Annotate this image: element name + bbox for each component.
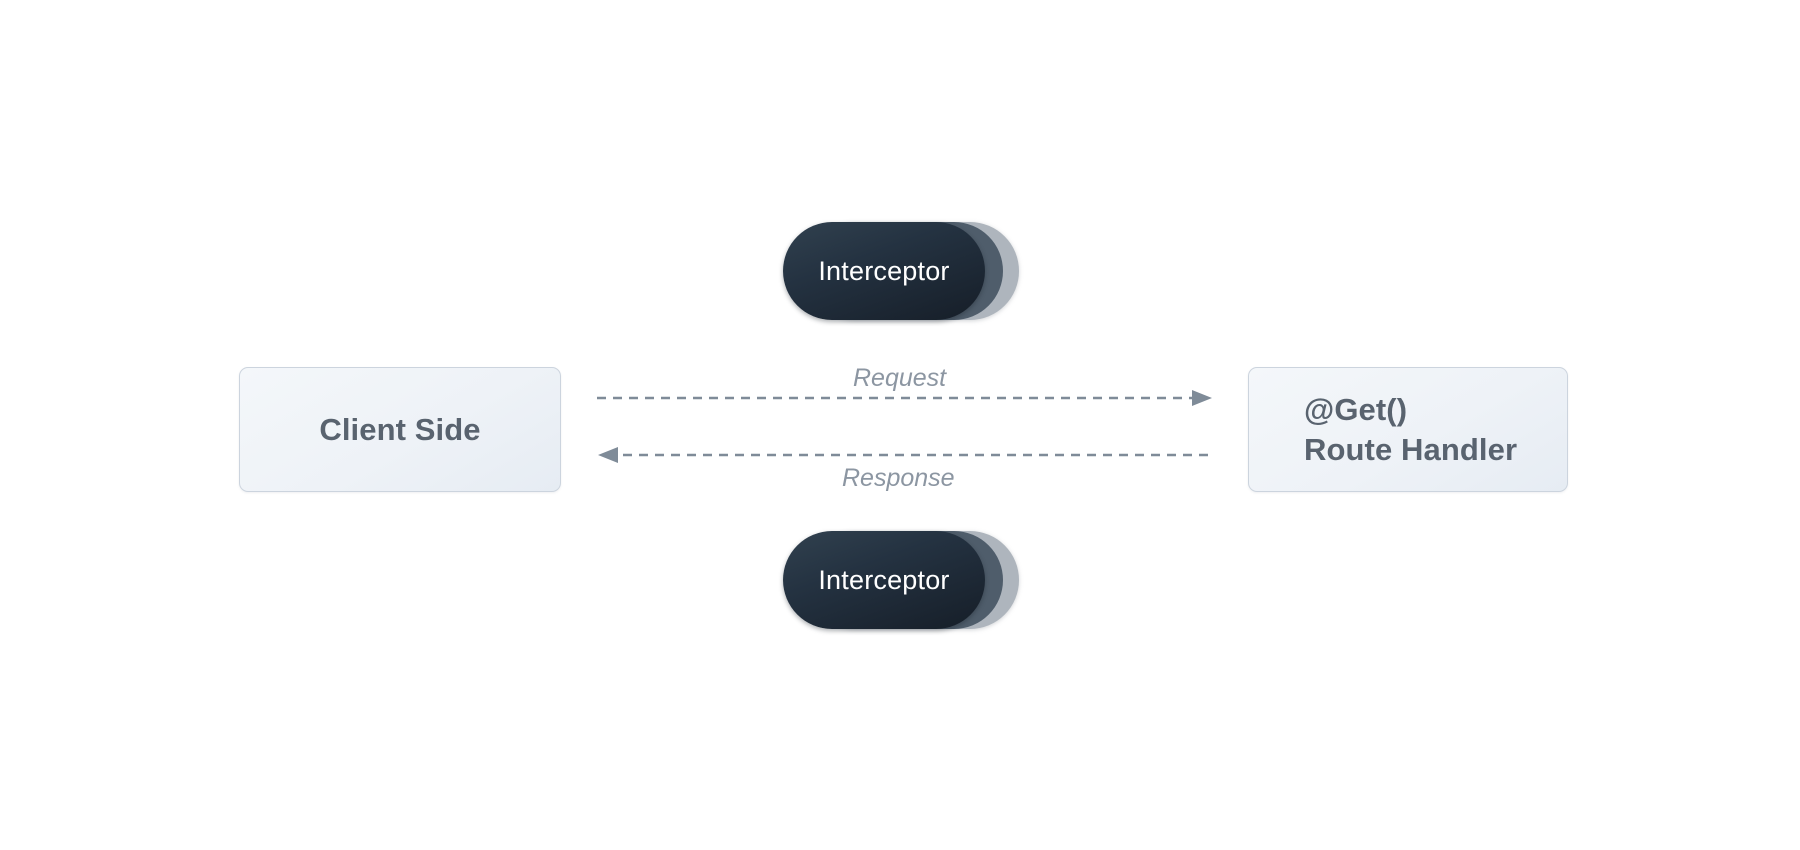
request-arrow-head — [1192, 390, 1212, 406]
response-arrow-head — [598, 447, 618, 463]
interceptor-stack-layer-front: Interceptor — [783, 531, 985, 629]
route-handler-node[interactable]: @Get() Route Handler — [1248, 367, 1568, 492]
client-side-label: Client Side — [319, 411, 481, 447]
client-side-node[interactable]: Client Side — [239, 367, 561, 492]
interceptor-top-label: Interceptor — [818, 255, 950, 286]
response-edge-label: Response — [842, 464, 955, 492]
interceptor-node-top[interactable]: Interceptor — [783, 222, 1019, 320]
route-handler-label: @Get() Route Handler — [1304, 391, 1518, 467]
interceptor-stack-layer-front: Interceptor — [783, 222, 985, 320]
response-arrow — [598, 447, 1208, 463]
interceptor-bottom-label: Interceptor — [818, 564, 950, 595]
request-edge-label: Request — [853, 364, 947, 392]
interceptor-node-bottom[interactable]: Interceptor — [783, 531, 1019, 629]
